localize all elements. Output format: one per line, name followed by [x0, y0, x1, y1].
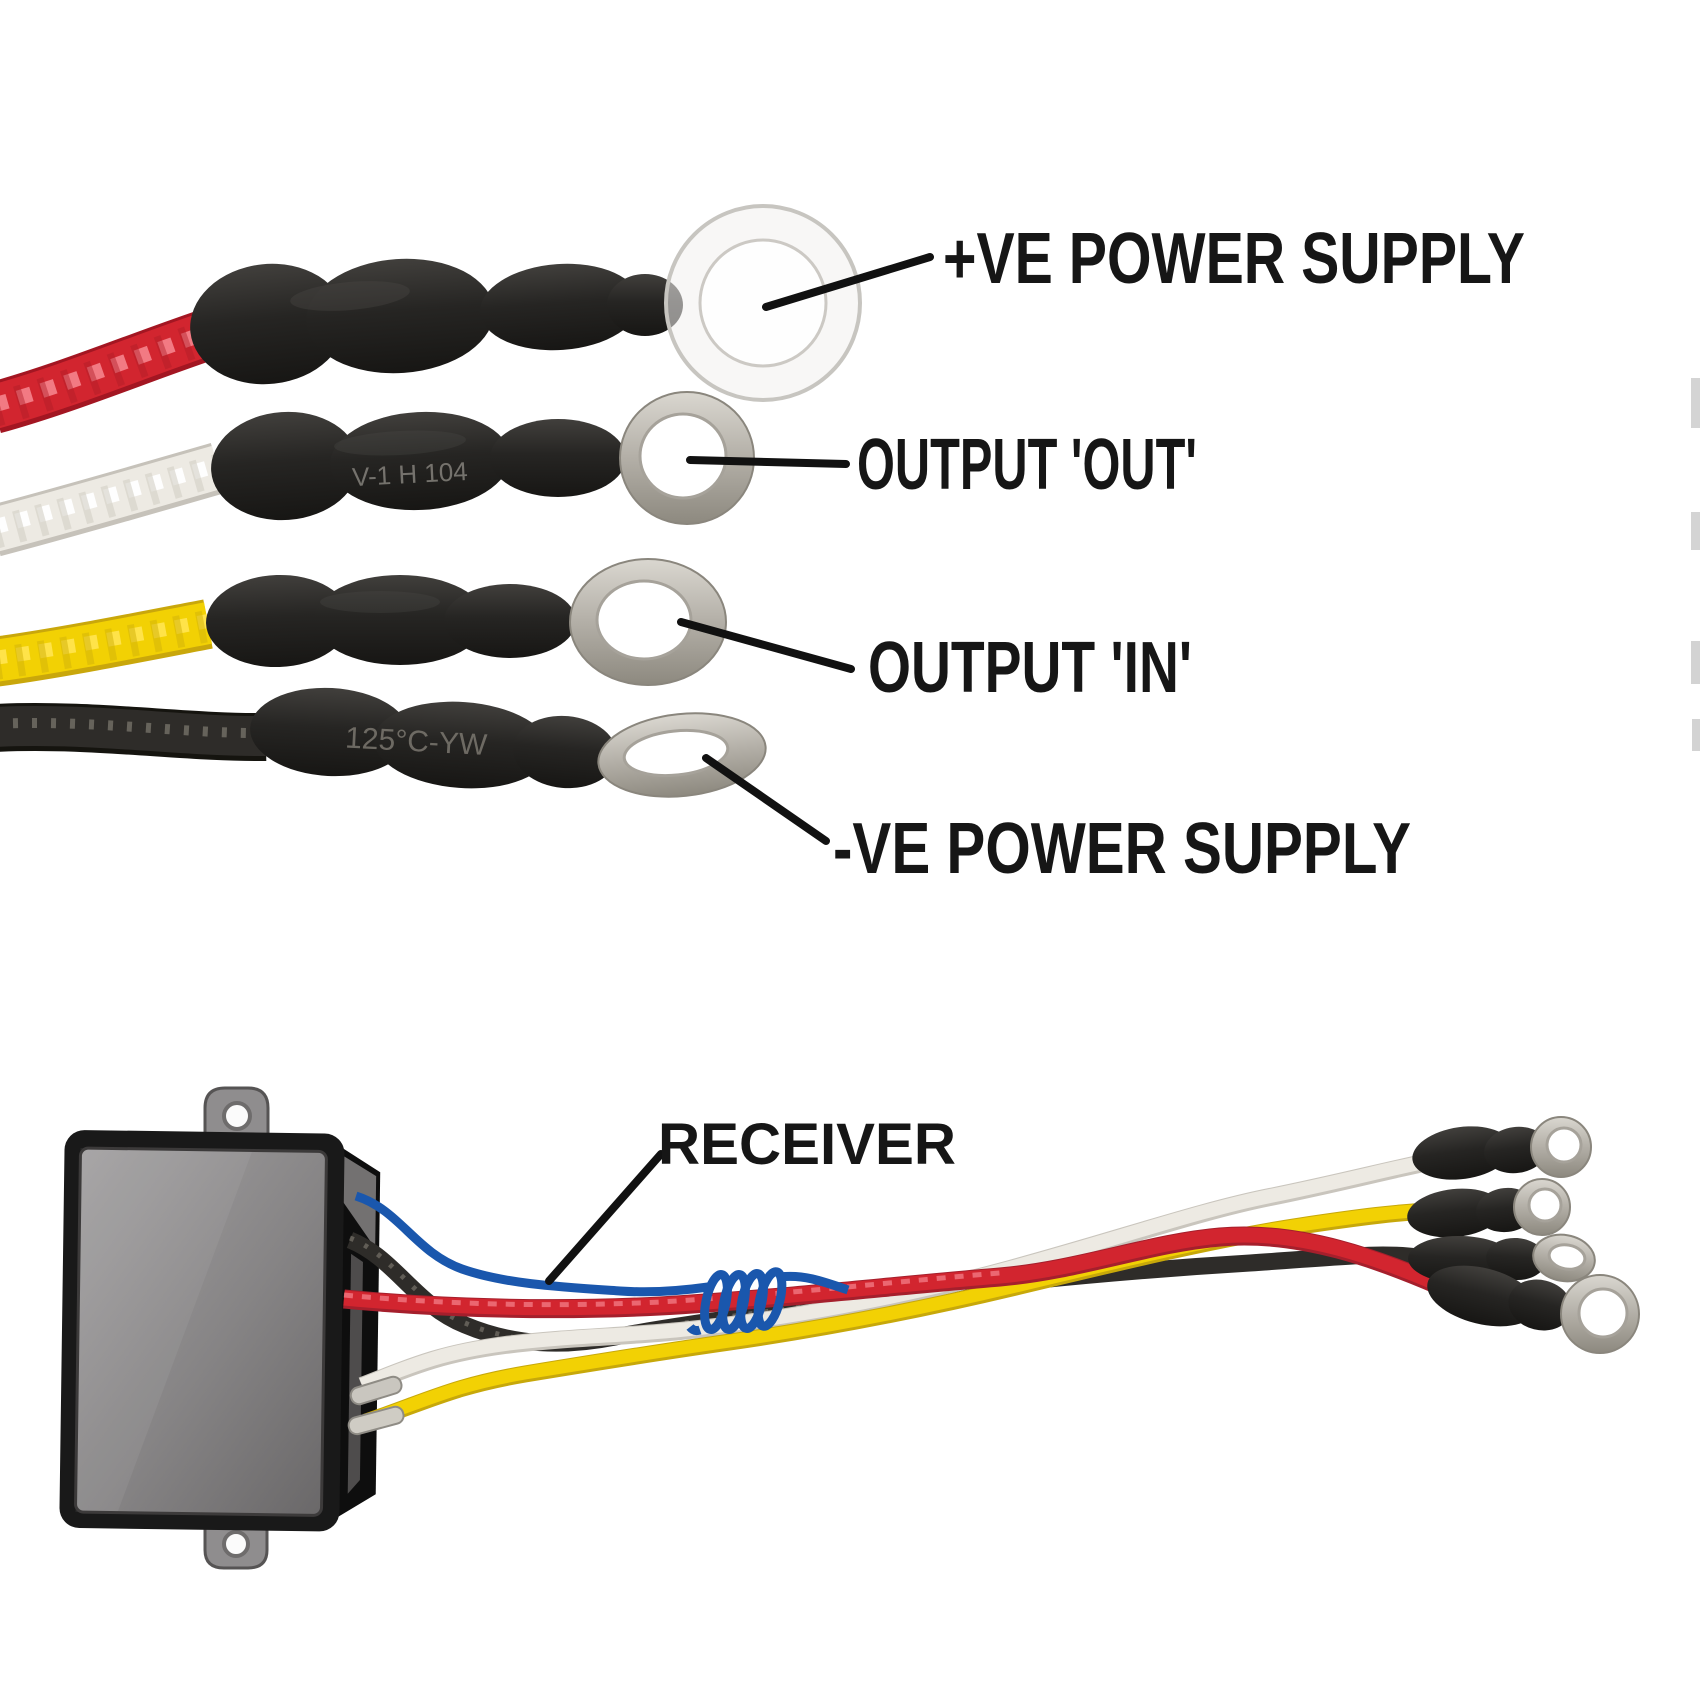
positive-leader-line [762, 253, 934, 311]
label-output-out: OUTPUT 'OUT' [857, 425, 1197, 505]
receiver-box-face [75, 1148, 327, 1516]
receiver-box-face-sheen [75, 1148, 253, 1513]
red-wire-terminal [1427, 1265, 1640, 1354]
mounting-hole-bottom [222, 1530, 250, 1558]
yellow-wire [0, 599, 213, 687]
mounting-hole-top [222, 1101, 252, 1131]
blue-antenna-wire [354, 1191, 850, 1336]
output-in-leader-line [677, 618, 855, 673]
negative-ring-terminal [597, 712, 767, 798]
harness-yellow-wire [363, 1203, 1433, 1428]
mounting-tab-bottom [203, 1522, 269, 1570]
white-wire-braid-shadow [0, 454, 223, 548]
positive-terminal-boot [190, 258, 683, 385]
edge-artifact-marks [1691, 378, 1700, 751]
antenna-coil [686, 1267, 787, 1336]
red-wire-braid-highlight [0, 322, 218, 412]
negative-leader-line [702, 754, 830, 845]
red-wire-braid-shadow [0, 317, 221, 426]
receiver-box [59, 1130, 381, 1532]
harness-red-wire-sheen [343, 1270, 1001, 1308]
top-harness-section: V-1 H 104 [0, 204, 1525, 889]
receiver-leader-line [545, 1150, 665, 1285]
label-negative-supply: -VE POWER SUPPLY [833, 809, 1411, 889]
black-wire [0, 703, 267, 762]
yellow-wire-braid-shadow [0, 610, 212, 680]
white-wire-terminal [1412, 1116, 1592, 1180]
boot-molded-marking-negative: 125°C-YW [344, 722, 488, 762]
harness-red-wire [343, 1227, 1456, 1316]
receiver-section: RECEIVER [59, 1086, 1640, 1570]
label-output-in: OUTPUT 'IN' [868, 628, 1192, 708]
white-wire [0, 443, 226, 557]
positive-ring-terminal [664, 204, 862, 402]
mounting-tab-top [203, 1086, 270, 1142]
negative-terminal-boot [250, 687, 617, 789]
output-in-ring-terminal [569, 558, 727, 686]
label-receiver: RECEIVER [658, 1112, 956, 1177]
output-in-terminal-boot [206, 574, 576, 668]
label-positive-supply: +VE POWER SUPPLY [943, 219, 1525, 299]
bare-crimp-strands [347, 1375, 405, 1436]
blue-wire-run [354, 1191, 709, 1297]
red-wire [0, 307, 224, 434]
blue-wire-tail [779, 1271, 850, 1295]
black-wire-body [0, 706, 267, 757]
harness-white-wire [359, 1150, 1450, 1392]
boot-molded-marking-out: V-1 H 104 [351, 456, 468, 492]
output-out-terminal-boot [211, 411, 626, 521]
yellow-wire-terminal [1407, 1178, 1571, 1238]
output-out-leader-line [686, 456, 850, 468]
